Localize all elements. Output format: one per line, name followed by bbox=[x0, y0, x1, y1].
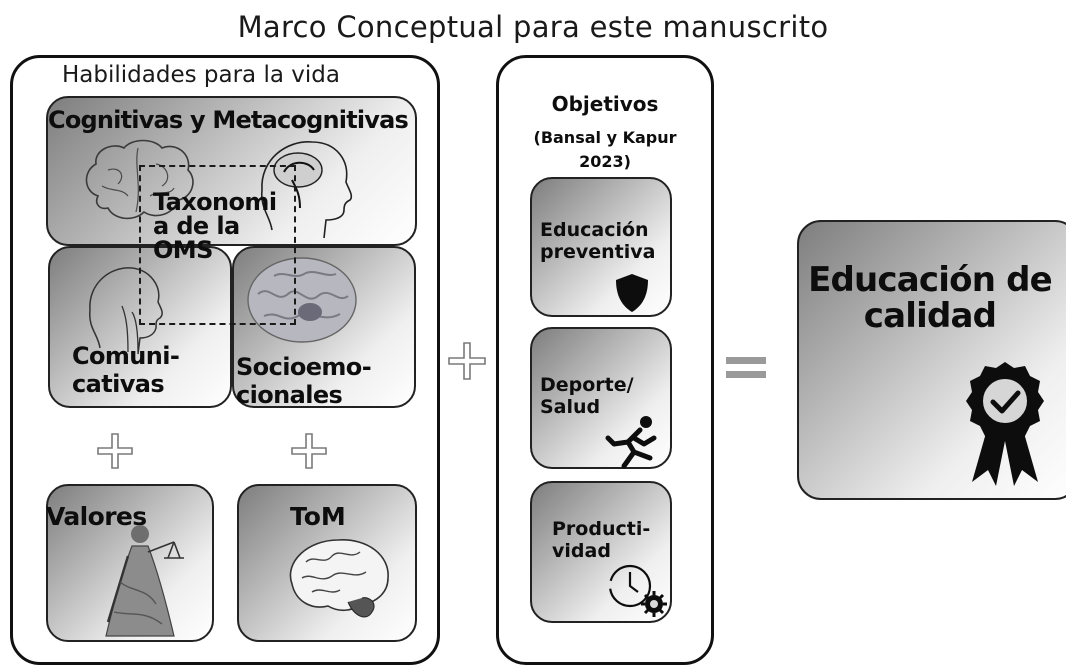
objective-preventive-education-label: Educación preventiva bbox=[540, 219, 655, 263]
objective-sport-health-label: Deporte/ Salud bbox=[540, 374, 634, 418]
head-profile-icon bbox=[260, 141, 353, 239]
head-throat-icon bbox=[89, 267, 163, 355]
objective-productivity-label: Producti- vidad bbox=[552, 518, 650, 562]
who-taxonomy-line-3: OMS bbox=[153, 236, 213, 264]
productivity-label-line-2: vidad bbox=[552, 540, 611, 562]
sport-label-line-2: Salud bbox=[540, 396, 601, 418]
objectives-source-line-2: 2023) bbox=[579, 152, 631, 171]
objective-preventive-education-box bbox=[530, 177, 672, 317]
communicative-skills-label: Comuni- cativas bbox=[72, 342, 180, 398]
plus-icon-left-1 bbox=[97, 433, 133, 469]
who-taxonomy-label: Taxonomi a de la OMS bbox=[153, 188, 277, 264]
brain-side-icon bbox=[289, 539, 389, 618]
socioemotional-label-line-2: cionales bbox=[236, 381, 343, 409]
socioemotional-label-line-1: Socioemo- bbox=[236, 353, 372, 381]
plus-icon-left-2 bbox=[291, 433, 327, 469]
clock-gear-icon bbox=[608, 564, 667, 617]
objective-sport-health-box bbox=[530, 327, 672, 469]
preventive-label-line-1: Educación bbox=[540, 219, 649, 241]
plus-icon-center bbox=[448, 342, 486, 380]
socioemotional-skills-label: Socioemo- cionales bbox=[236, 353, 372, 409]
sport-label-line-1: Deporte/ bbox=[540, 374, 634, 396]
preventive-label-line-2: preventiva bbox=[540, 241, 656, 263]
productivity-label-line-1: Producti- bbox=[552, 518, 651, 540]
communicative-label-line-2: cativas bbox=[72, 370, 165, 398]
communicative-label-line-1: Comuni- bbox=[72, 342, 180, 370]
justice-statue-icon bbox=[105, 525, 184, 637]
quality-education-label: Educación de calidad bbox=[797, 262, 1063, 334]
cognitive-skills-label: Cognitivas y Metacognitivas bbox=[48, 106, 409, 134]
award-ribbon-icon bbox=[966, 362, 1044, 486]
equals-icon bbox=[726, 357, 766, 381]
who-taxonomy-line-1: Taxonomi bbox=[153, 188, 277, 216]
who-taxonomy-frame bbox=[139, 165, 296, 325]
runner-icon bbox=[605, 416, 657, 469]
brain-3d-icon bbox=[247, 257, 357, 343]
objectives-source-line-1: (Bansal y Kapur bbox=[533, 128, 677, 147]
values-label: Valores bbox=[46, 502, 147, 531]
objectives-source: (Bansal y Kapur 2023) bbox=[496, 126, 714, 174]
quality-education-line-1: Educación de bbox=[808, 260, 1053, 300]
cognitive-skills-box bbox=[46, 96, 417, 246]
objectives-heading: Objetivos bbox=[551, 92, 659, 116]
quality-education-line-2: calidad bbox=[863, 296, 997, 336]
brain-outline-icon bbox=[85, 139, 194, 220]
shield-icon bbox=[616, 274, 648, 312]
tom-label: ToM bbox=[290, 502, 346, 531]
who-taxonomy-line-2: a de la bbox=[153, 212, 240, 240]
page-title: Marco Conceptual para este manuscrito bbox=[237, 10, 829, 44]
life-skills-heading: Habilidades para la vida bbox=[62, 62, 340, 88]
